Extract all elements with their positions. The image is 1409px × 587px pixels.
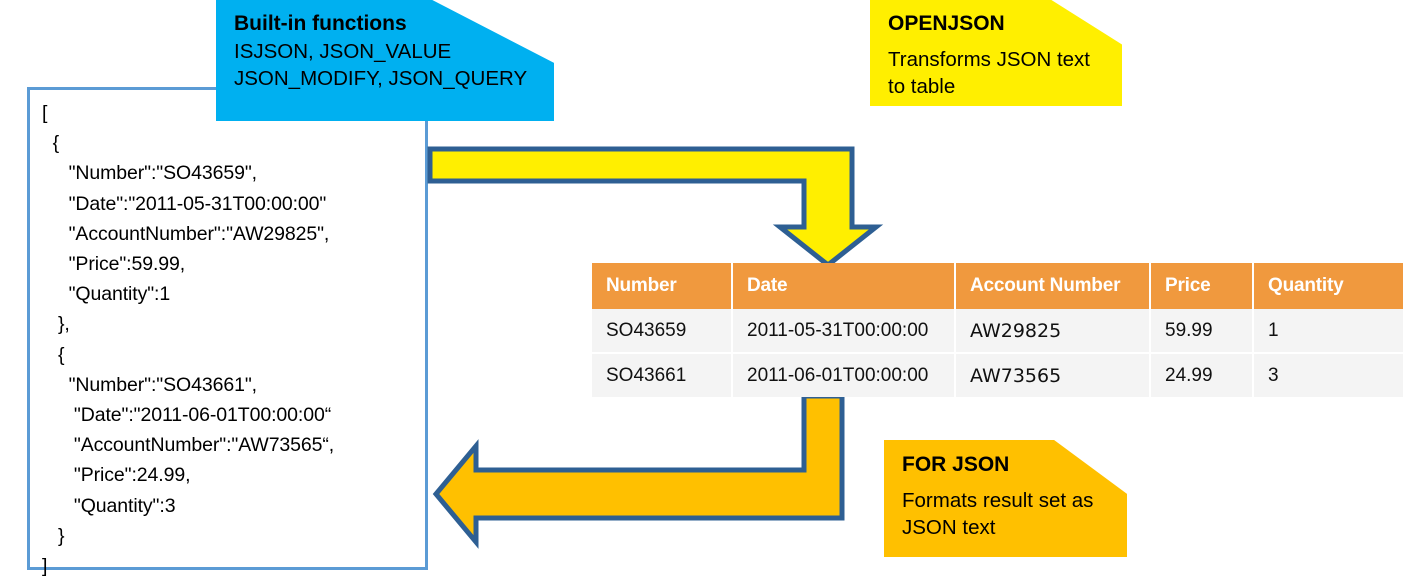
json-document-text: [ { "Number":"SO43659", "Date":"2011-05-… xyxy=(42,102,335,578)
cell-account-number: AW73565 xyxy=(955,353,1151,397)
cell-price: 24.99 xyxy=(1150,353,1254,397)
column-header-price: Price xyxy=(1150,263,1254,309)
cell-number: SO43661 xyxy=(592,353,733,397)
table-to-json-arrow xyxy=(432,393,845,549)
cell-quantity: 3 xyxy=(1253,353,1403,397)
callout-openjson-body: Transforms JSON text to table xyxy=(888,48,1090,98)
cell-price: 59.99 xyxy=(1150,309,1254,354)
cell-number: SO43659 xyxy=(592,309,733,354)
callout-for-json-title: FOR JSON xyxy=(902,453,1010,476)
cell-quantity: 1 xyxy=(1253,309,1403,354)
callout-for-json-body: Formats result set as JSON text xyxy=(902,489,1094,539)
json-document-panel: [ { "Number":"SO43659", "Date":"2011-05-… xyxy=(27,87,428,577)
column-header-number: Number xyxy=(592,263,733,309)
json-to-table-arrow xyxy=(427,146,884,269)
column-header-account-number: Account Number xyxy=(955,263,1151,309)
callout-openjson-title: OPENJSON xyxy=(888,12,1005,35)
column-header-date: Date xyxy=(732,263,956,309)
callout-built-in-functions-body: ISJSON, JSON_VALUE JSON_MODIFY, JSON_QUE… xyxy=(234,40,528,90)
callout-openjson: OPENJSON Transforms JSON text to table xyxy=(870,0,1122,106)
cell-date: 2011-05-31T00:00:00 xyxy=(732,309,956,354)
callout-built-in-functions-title: Built-in functions xyxy=(234,12,407,35)
cell-account-number: AW29825 xyxy=(955,309,1151,354)
callout-built-in-functions: Built-in functions ISJSON, JSON_VALUE JS… xyxy=(216,0,554,121)
cell-date: 2011-06-01T00:00:00 xyxy=(732,353,956,397)
callout-for-json: FOR JSON Formats result set as JSON text xyxy=(884,440,1127,557)
table-header-row: Number Date Account Number Price Quantit… xyxy=(592,263,1403,309)
table-row: SO43661 2011-06-01T00:00:00 AW73565 24.9… xyxy=(592,353,1403,397)
result-table: Number Date Account Number Price Quantit… xyxy=(592,263,1403,397)
column-header-quantity: Quantity xyxy=(1253,263,1403,309)
table-row: SO43659 2011-05-31T00:00:00 AW29825 59.9… xyxy=(592,309,1403,354)
